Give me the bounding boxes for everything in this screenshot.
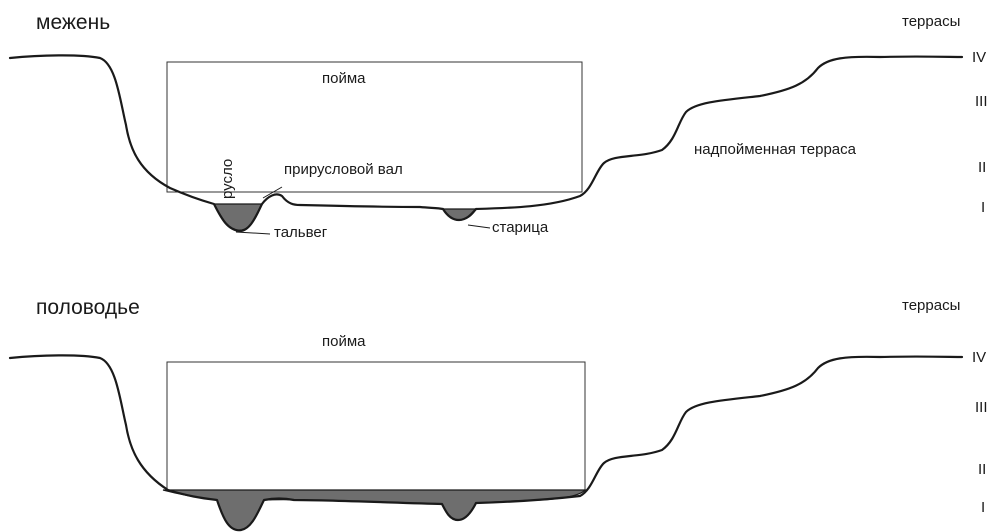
bottom-valley-profile — [8, 354, 964, 532]
top-thalweg-label: тальвег — [274, 224, 328, 241]
bottom-level-iv: IV — [972, 349, 987, 366]
bottom-level-iii: III — [975, 399, 988, 416]
bottom-flood-water — [162, 489, 587, 531]
top-levee-leader — [262, 186, 283, 199]
top-level-i: I — [981, 199, 986, 216]
top-levee-label: прирусловой вал — [284, 161, 403, 178]
bottom-level-ii: II — [978, 461, 987, 478]
top-terraces-heading: террасы — [902, 13, 961, 30]
top-channel-label: русло — [219, 158, 236, 199]
bottom-level-i: I — [981, 499, 986, 516]
top-panel-title: межень — [36, 11, 111, 34]
bottom-floodplain-box — [166, 361, 586, 491]
top-level-ii: II — [978, 159, 987, 176]
top-panel-graphics — [8, 54, 964, 235]
top-oxbow-label: старица — [492, 219, 549, 236]
top-level-iii: III — [975, 93, 988, 110]
bottom-terraces-heading: террасы — [902, 297, 961, 314]
bottom-floodplain-label: пойма — [322, 333, 366, 350]
top-terrace-label: надпойменная терраса — [694, 141, 856, 158]
top-level-iv: IV — [972, 49, 987, 66]
top-valley-profile — [8, 54, 964, 233]
bottom-panel-graphics — [8, 354, 964, 532]
top-oxbow-leader — [467, 224, 491, 229]
top-floodplain-label: пойма — [322, 70, 366, 87]
top-floodplain-box — [166, 61, 583, 193]
top-thalweg-leader — [235, 231, 271, 235]
bottom-panel-title: половодье — [36, 296, 140, 319]
